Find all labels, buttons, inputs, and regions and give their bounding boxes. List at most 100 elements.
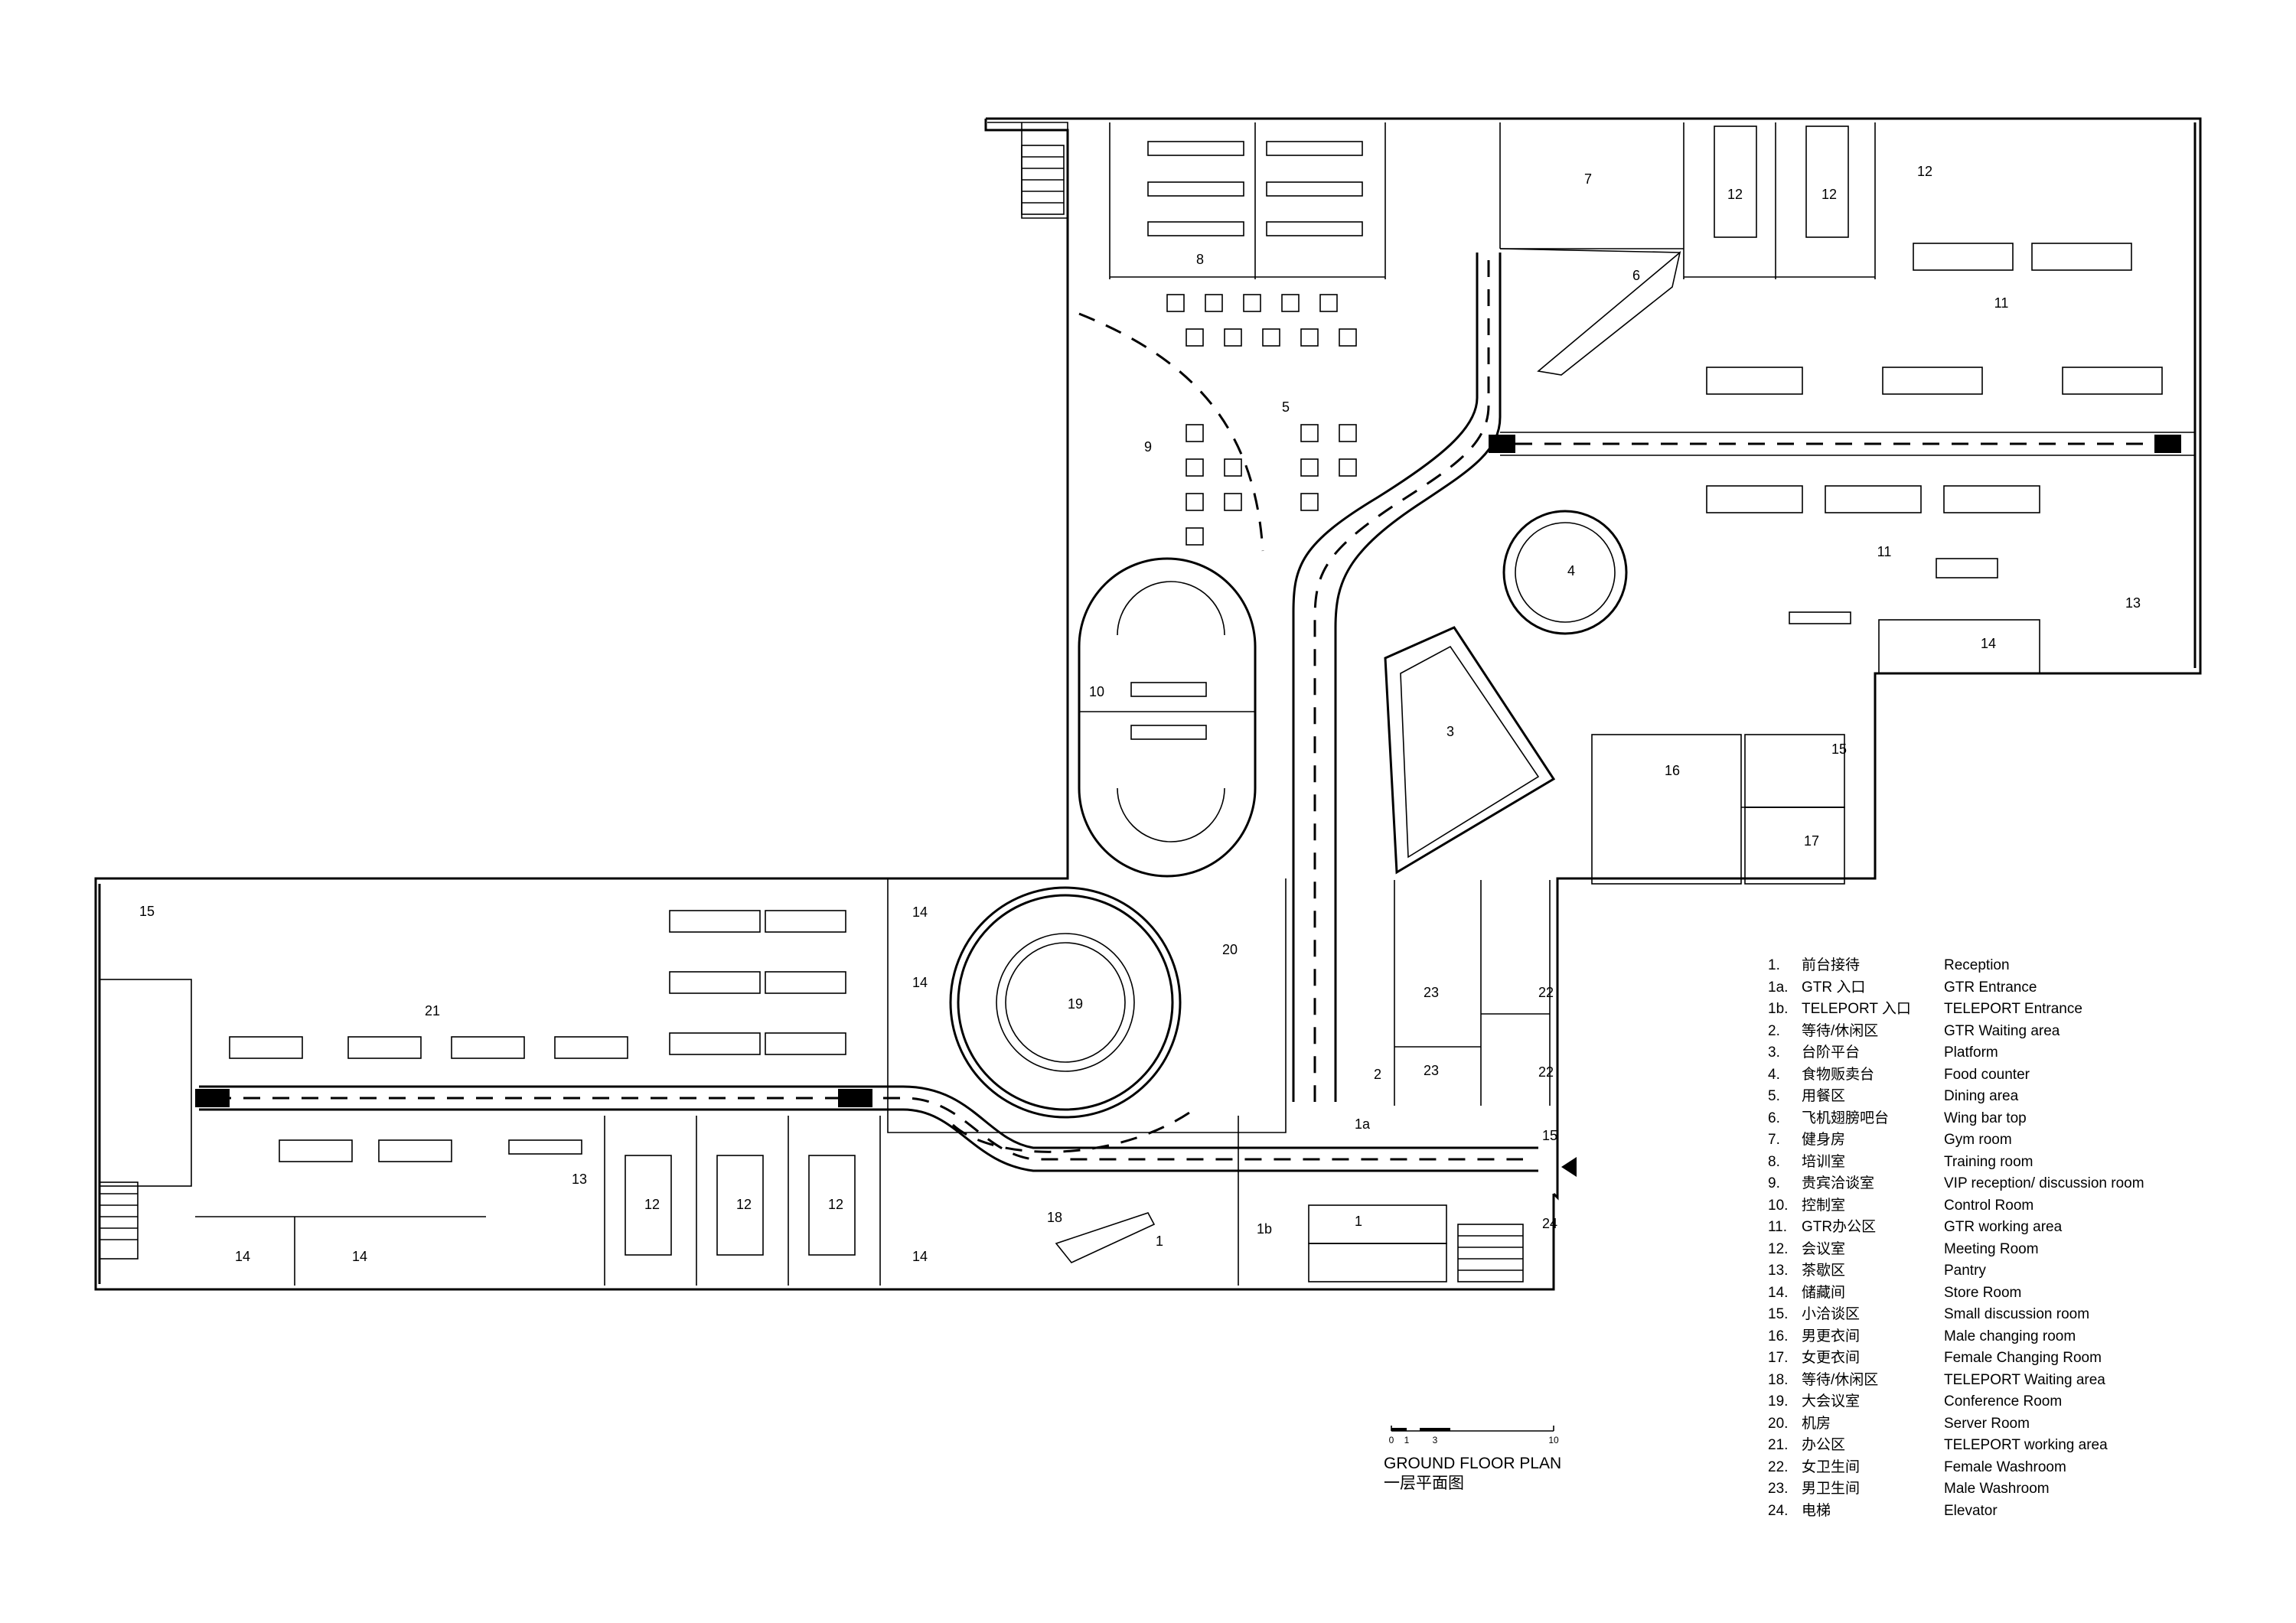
legend-item-number: 22. xyxy=(1768,1458,1789,1475)
legend-item-chinese: 控制室 xyxy=(1802,1197,1846,1214)
legend-item-number: 24. xyxy=(1768,1502,1789,1519)
changing-rooms xyxy=(1591,619,2040,885)
stair-bottom-left xyxy=(99,979,192,1260)
legend-item-english: Food counter xyxy=(1944,1066,2030,1083)
label-room-19: 19 xyxy=(1068,996,1083,1012)
label-room-5: 5 xyxy=(1282,399,1290,415)
legend-item-chinese: 等待/休闲区 xyxy=(1802,1371,1879,1388)
label-room-6: 6 xyxy=(1632,268,1640,283)
label-room-13a: 13 xyxy=(2125,595,2141,611)
label-room-12d: 12 xyxy=(644,1197,660,1212)
legend-item-english: Conference Room xyxy=(1944,1393,2063,1410)
platform-inner xyxy=(1400,645,1540,859)
legend-item-english: Server Room xyxy=(1944,1415,2030,1432)
dining-curve-divider xyxy=(1078,312,1264,552)
reception-area xyxy=(1055,1116,1447,1286)
legend-item-number: 11. xyxy=(1768,1219,1788,1235)
legend-item-english: Meeting Room xyxy=(1944,1240,2039,1257)
legend-item-english: Gym room xyxy=(1944,1132,2012,1148)
right-office-desks xyxy=(1706,125,2163,624)
legend-item-number: 9. xyxy=(1768,1175,1780,1191)
legend-item-english: GTR Entrance xyxy=(1944,979,2037,996)
legend-item-number: 1b. xyxy=(1768,1001,1789,1017)
room-labels: 1 1 1a 1b 2 3 4 5 6 7 8 9 10 11 11 12 12… xyxy=(139,164,2141,1264)
legend-item-number: 12. xyxy=(1768,1240,1789,1257)
legend-item-number: 21. xyxy=(1768,1437,1789,1453)
legend-item-number: 3. xyxy=(1768,1045,1780,1061)
label-room-23b: 23 xyxy=(1424,1063,1439,1078)
legend-item-english: GTR Waiting area xyxy=(1944,1022,2060,1039)
label-room-1a: 1a xyxy=(1355,1116,1371,1132)
label-room-7: 7 xyxy=(1584,171,1592,187)
legend-item-chinese: 男更衣间 xyxy=(1802,1328,1861,1344)
legend-item-english: VIP reception/ discussion room xyxy=(1944,1175,2144,1191)
label-room-12c: 12 xyxy=(1917,164,1932,179)
legend-item-chinese: 办公区 xyxy=(1802,1437,1846,1453)
legend-item-english: Reception xyxy=(1944,957,2010,973)
label-room-13b: 13 xyxy=(572,1172,587,1187)
label-room-24: 24 xyxy=(1542,1216,1557,1231)
label-room-1: 1 xyxy=(1355,1214,1362,1229)
wing-bar xyxy=(1499,248,1681,376)
legend-item-number: 1a. xyxy=(1768,979,1789,996)
legend-item-number: 8. xyxy=(1768,1153,1780,1170)
scale-label-1: 1 xyxy=(1404,1435,1410,1445)
label-room-4: 4 xyxy=(1567,563,1575,578)
legend-item-english: Female Changing Room xyxy=(1944,1350,2102,1366)
legend-item-chinese: GTR 入口 xyxy=(1802,979,1866,996)
label-room-15c: 15 xyxy=(1542,1128,1557,1143)
platform-wedge xyxy=(1384,626,1556,875)
legend-item-english: TELEPORT Entrance xyxy=(1944,1001,2082,1017)
bottom-meeting-rooms xyxy=(195,1116,881,1286)
training-room-desks xyxy=(1147,141,1363,236)
legend-item-english: Female Washroom xyxy=(1944,1458,2066,1475)
label-room-17: 17 xyxy=(1804,833,1819,849)
legend-item-english: Wing bar top xyxy=(1944,1110,2027,1126)
legend-item-number: 17. xyxy=(1768,1350,1789,1366)
legend-item-english: Male Washroom xyxy=(1944,1481,2050,1497)
label-room-14e: 14 xyxy=(352,1249,367,1264)
legend-item-number: 1. xyxy=(1768,957,1780,973)
legend-item-number: 2. xyxy=(1768,1022,1780,1039)
legend-item-english: Elevator xyxy=(1944,1502,1998,1519)
legend-item-chinese: 食物贩卖台 xyxy=(1802,1066,1875,1083)
legend-item-english: Dining area xyxy=(1944,1088,2019,1104)
legend-item-english: Training room xyxy=(1944,1153,2033,1170)
legend-item-chinese: 男卫生间 xyxy=(1802,1481,1861,1497)
legend-item-chinese: 培训室 xyxy=(1802,1153,1846,1170)
legend-item-chinese: 女更衣间 xyxy=(1802,1350,1861,1366)
legend-item-chinese: 机房 xyxy=(1802,1415,1831,1432)
legend-item-chinese: 等待/休闲区 xyxy=(1802,1022,1879,1039)
legend-item-number: 5. xyxy=(1768,1088,1780,1104)
legend-item-number: 7. xyxy=(1768,1132,1780,1148)
scale-label-0: 0 xyxy=(1389,1435,1394,1445)
label-room-8: 8 xyxy=(1196,252,1204,267)
legend-item-number: 6. xyxy=(1768,1110,1780,1126)
legend-item-number: 14. xyxy=(1768,1284,1789,1301)
left-office-desks xyxy=(229,910,846,1162)
food-counter-ring xyxy=(1502,510,1628,635)
building-outline xyxy=(94,117,2202,1291)
legend-item-number: 18. xyxy=(1768,1371,1789,1388)
label-room-16: 16 xyxy=(1665,763,1680,778)
label-room-22a: 22 xyxy=(1538,985,1554,1000)
legend-item-number: 15. xyxy=(1768,1306,1789,1322)
legend-item-chinese: 台阶平台 xyxy=(1802,1045,1861,1061)
label-room-10: 10 xyxy=(1089,684,1104,699)
label-room-9: 9 xyxy=(1144,439,1152,455)
legend-item-chinese: 飞机翅膀吧台 xyxy=(1802,1110,1890,1126)
label-room-21: 21 xyxy=(425,1003,440,1018)
legend-item-number: 19. xyxy=(1768,1393,1789,1410)
label-room-11a: 11 xyxy=(1994,295,2009,311)
label-room-15a: 15 xyxy=(1831,741,1847,757)
legend-item-english: GTR working area xyxy=(1944,1219,2063,1235)
label-room-14f: 14 xyxy=(912,1249,928,1264)
stair-top-left xyxy=(1021,145,1065,215)
legend-item-chinese: 会议室 xyxy=(1802,1240,1846,1257)
legend-item-chinese: 女卫生间 xyxy=(1802,1458,1861,1475)
label-room-11b: 11 xyxy=(1877,544,1892,559)
label-room-12b: 12 xyxy=(1821,187,1837,202)
stair-bottom-right xyxy=(1457,1224,1524,1282)
label-room-2: 2 xyxy=(1374,1067,1381,1082)
washrooms xyxy=(1394,880,1551,1106)
